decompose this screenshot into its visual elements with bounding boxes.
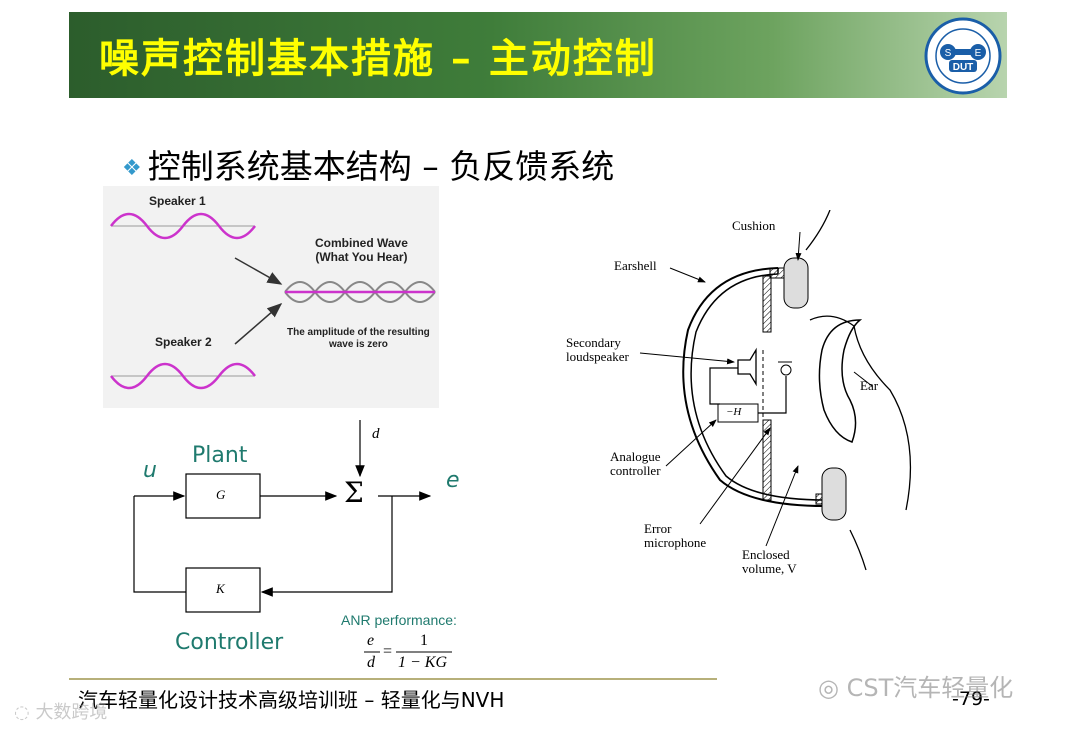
wave-interference-figure: Speaker 1 Speaker 2 Combined Wave (What … (103, 186, 439, 408)
enclosed-line1: Enclosed (742, 547, 790, 562)
error-microphone-label: Error microphone (644, 522, 706, 550)
page-number: -79- (952, 688, 990, 710)
subtitle-text: 控制系统基本结构 – 负反馈系统 (147, 147, 615, 186)
headset-graphic (639, 210, 912, 571)
plant-block-label: G (216, 487, 226, 502)
controller-label: Controller (175, 630, 284, 655)
secondary-line1: Secondary (566, 335, 621, 350)
head-outline-side (809, 315, 912, 511)
cushion-top (783, 257, 809, 309)
controller-return-path (133, 496, 186, 593)
perf-equals: = (383, 643, 393, 660)
note-line1: The amplitude of the resulting (287, 327, 430, 338)
arrow-speaker1 (234, 257, 283, 285)
analogue-line2: controller (610, 463, 661, 478)
arrow-speaker2 (234, 303, 283, 345)
logo-text: DUT (953, 62, 974, 73)
ear-pointer (853, 371, 873, 387)
combined-line1: Combined Wave (315, 236, 408, 250)
filter-h-label: −H (726, 406, 742, 418)
footer-course-title: 汽车轻量化设计技术高级培训班 – 轻量化与NVH (78, 688, 505, 712)
controller-to-speaker-wire (709, 367, 738, 405)
svg-text:E: E (975, 48, 982, 59)
ear-label: Ear (860, 378, 879, 393)
speaker1-label: Speaker 1 (149, 194, 206, 208)
corner-watermark-text: 大数跨境 (35, 702, 108, 723)
neck-outline (849, 529, 867, 571)
loudspeaker-shape (737, 347, 757, 387)
diamond-bullet-icon: ❖ (122, 156, 142, 181)
wave-graphic (110, 212, 436, 390)
cushion-label: Cushion (732, 218, 776, 233)
cushion-bottom (821, 467, 847, 521)
controller-block-label: K (216, 581, 225, 596)
speaker2-wave (110, 362, 256, 390)
combined-line2: (What You Hear) (315, 250, 408, 264)
combined-wave-b (284, 281, 436, 303)
disturbance-label-d: d (372, 426, 380, 442)
corner-logo-icon: ◌ (14, 702, 36, 723)
input-label-u: u (143, 458, 157, 483)
mic-to-controller-wire (758, 376, 787, 414)
ear-outline (818, 319, 863, 443)
wechat-watermark-text: CST汽车轻量化 (846, 674, 1014, 702)
analogue-controller-label: Analogue controller (610, 450, 661, 478)
volume-pointer (765, 465, 799, 547)
output-label-e: e (446, 468, 460, 493)
controller-block (185, 567, 261, 613)
perf-lhs-denominator: d (367, 654, 375, 671)
note-line2: wave is zero (328, 339, 388, 350)
amplitude-note: The amplitude of the resulting wave is z… (287, 327, 430, 351)
sum-symbol: Σ (344, 476, 364, 509)
loudspeaker-pointer (639, 352, 735, 365)
wechat-icon: ◎ (818, 674, 847, 702)
anr-performance-label: ANR performance: (341, 612, 457, 628)
plant-label: Plant (192, 443, 248, 468)
earshell-pointer (669, 267, 706, 283)
feedback-block-diagram (133, 420, 452, 653)
feedback-path (260, 496, 393, 597)
plant-block (185, 473, 261, 519)
analogue-line1: Analogue (610, 449, 661, 464)
headset-diagram: Cushion Earshell Secondary loudspeaker E… (560, 210, 920, 590)
enclosed-volume-label: Enclosed volume, V (742, 548, 797, 576)
perf-lhs-numerator: e (367, 632, 375, 649)
perf-rhs-numerator: 1 (420, 632, 428, 649)
microphone-pointer (699, 427, 771, 525)
error-line2: microphone (644, 535, 707, 550)
combined-wave-a (284, 281, 436, 303)
baffle-upper (762, 275, 772, 333)
header-banner: 噪声控制基本措施 – 主动控制 S E DUT (69, 12, 1007, 98)
wechat-watermark: ◎ CST汽车轻量化 (818, 668, 1013, 703)
speaker2-label: Speaker 2 (155, 335, 212, 349)
earshell-inner (690, 273, 826, 501)
university-logo: S E DUT (923, 16, 1003, 96)
secondary-loudspeaker-label: Secondary loudspeaker (566, 336, 629, 364)
enclosed-line2: volume, V (742, 561, 797, 576)
perf-rhs-denominator: 1 − KG (398, 654, 448, 671)
earshell-outer (682, 267, 826, 507)
combined-wave-label: Combined Wave (What You Hear) (315, 236, 408, 264)
cushion-pointer (795, 231, 802, 261)
controller-pointer (665, 419, 717, 467)
error-microphone-shape (780, 364, 792, 376)
error-line1: Error (644, 521, 672, 536)
svg-text:S: S (945, 48, 952, 59)
corner-watermark: ◌ 大数跨境 (14, 698, 107, 724)
section-subtitle: ❖控制系统基本结构 – 负反馈系统 (122, 140, 614, 188)
secondary-line2: loudspeaker (566, 349, 629, 364)
earshell-label: Earshell (614, 258, 657, 273)
baffle-lower (762, 419, 772, 501)
head-outline-top (805, 210, 831, 251)
footer-divider (69, 678, 717, 680)
speaker1-wave (110, 212, 256, 240)
slide-title: 噪声控制基本措施 – 主动控制 (99, 35, 657, 82)
